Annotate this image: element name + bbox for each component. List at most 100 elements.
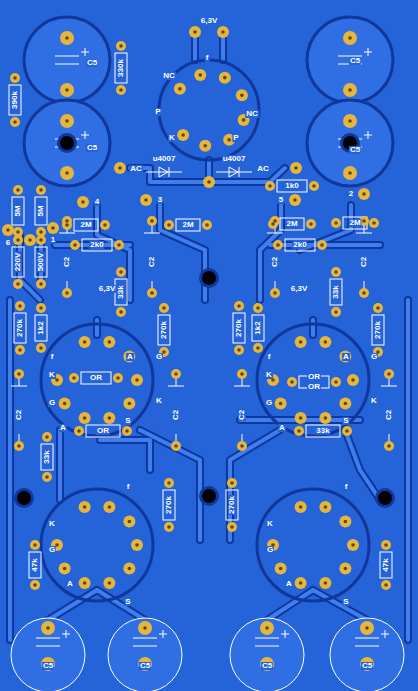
silkscreen-label: C2 <box>271 256 279 268</box>
silkscreen-label: 270k <box>228 495 236 515</box>
solder-pad <box>360 657 374 671</box>
solder-pad <box>171 369 181 379</box>
resistor-symbol <box>74 219 98 231</box>
silkscreen-label: G <box>266 546 274 554</box>
solder-pad <box>384 441 394 451</box>
drill-hole <box>279 567 283 571</box>
silkscreen-label: OR <box>89 374 103 382</box>
solder-pad <box>343 31 357 45</box>
silkscreen-label: 6 <box>5 239 11 247</box>
drill-hole <box>309 222 313 226</box>
solder-pad <box>171 441 181 451</box>
capacitor-symbol <box>59 225 75 289</box>
silkscreen-label: A <box>66 580 74 588</box>
silkscreen-label: C2 <box>172 409 180 421</box>
silkscreen-label: K <box>48 371 56 379</box>
solder-pad <box>14 369 24 379</box>
solder-pad <box>194 69 206 81</box>
solder-pad <box>74 426 84 436</box>
solder-pad <box>36 343 46 353</box>
drill-hole <box>39 282 43 286</box>
silkscreen-label: K <box>266 520 274 528</box>
solder-pad <box>295 412 307 424</box>
solder-pad <box>275 563 287 575</box>
silkscreen-label: f <box>205 54 210 62</box>
solder-pad <box>113 373 123 383</box>
drill-hole <box>116 376 120 380</box>
silkscreen-label: 33k <box>43 449 51 464</box>
drill-hole <box>348 36 352 40</box>
drill-hole <box>128 520 132 524</box>
solder-pad <box>164 220 174 230</box>
silkscreen-label: C5 <box>139 662 151 670</box>
drill-hole <box>144 198 148 202</box>
capacitor-polarity <box>55 48 89 64</box>
silkscreen-label: f <box>126 483 131 491</box>
solder-pad <box>219 72 231 84</box>
drill-hole <box>16 230 20 234</box>
silkscreen-label: 390k <box>11 90 19 110</box>
silkscreen-label: A <box>342 353 350 361</box>
solder-pad <box>260 657 274 671</box>
silkscreen-label: C5 <box>86 59 98 67</box>
drill-hole <box>119 310 123 314</box>
drill-hole <box>174 444 178 448</box>
solder-pad <box>77 196 89 208</box>
drill-hole <box>13 120 17 124</box>
drill-hole <box>345 429 349 433</box>
mounting-hole-ring <box>199 268 219 288</box>
drill-hole <box>372 221 376 225</box>
drill-hole <box>65 119 69 123</box>
mounting-hole-ring <box>199 486 219 506</box>
drill-hole <box>119 44 123 48</box>
silkscreen-label: G <box>48 546 56 554</box>
drill-hole <box>334 380 338 384</box>
drill-hole <box>83 581 87 585</box>
solder-pad <box>79 501 91 513</box>
solder-pad <box>70 240 80 250</box>
drill-hole <box>384 543 388 547</box>
drill-hole <box>33 583 37 587</box>
capacitor-symbol <box>168 378 184 442</box>
solder-pad <box>290 162 302 174</box>
drill-hole <box>334 270 338 274</box>
solder-pad <box>116 267 126 277</box>
solder-pad <box>2 224 14 236</box>
solder-pad <box>30 580 40 590</box>
silkscreen-label: C5 <box>361 662 373 670</box>
drill-hole <box>167 525 171 529</box>
drill-hole <box>6 228 10 232</box>
silkscreen-label: 270k <box>160 320 168 340</box>
drill-hole <box>362 219 366 223</box>
drill-hole <box>256 346 260 350</box>
drill-hole <box>83 505 87 509</box>
resistor-symbol <box>226 490 238 520</box>
resistor-symbol <box>277 180 307 192</box>
silkscreen-label: P <box>154 108 161 116</box>
resistor-symbol <box>86 425 120 437</box>
solder-pad <box>15 301 25 311</box>
silkscreen-label: 220V <box>14 252 22 273</box>
drill-hole <box>276 243 280 247</box>
resistor-symbol <box>163 490 175 520</box>
silkscreen-label: 500V <box>37 252 45 273</box>
silkscreen-label: f <box>267 353 272 361</box>
silkscreen-label: 33k <box>332 284 340 299</box>
resistor-symbol <box>306 425 340 437</box>
drill-hole <box>334 221 338 225</box>
silkscreen-label: K <box>48 520 56 528</box>
solder-pad <box>123 398 135 410</box>
drill-hole <box>33 543 37 547</box>
drill-hole <box>240 444 244 448</box>
silkscreen-label: P <box>232 134 239 142</box>
solder-pad <box>103 336 115 348</box>
solder-pad <box>227 522 237 532</box>
drill-hole <box>18 348 22 352</box>
silkscreen-label: S <box>124 417 131 425</box>
drill-hole <box>240 94 244 98</box>
solder-pad <box>140 194 152 206</box>
silkscreen-label: 6,3V <box>200 17 218 25</box>
drill-hole <box>230 525 234 529</box>
drill-hole <box>16 188 20 192</box>
